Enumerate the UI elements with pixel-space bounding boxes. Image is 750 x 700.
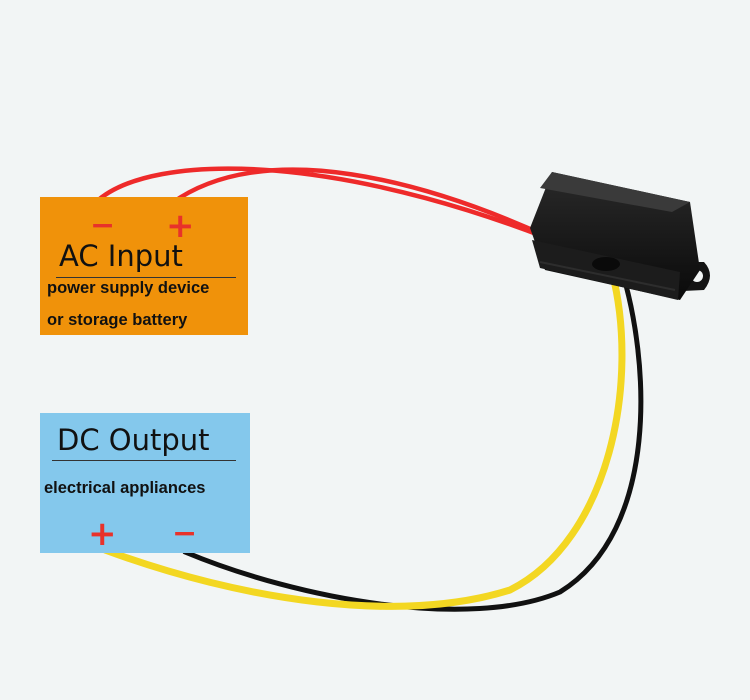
dc-minus-sign: − (172, 516, 198, 551)
dc-output-title: DC Output (57, 423, 210, 457)
dc-plus-sign: + (88, 514, 117, 554)
dc-title-underline (52, 460, 236, 461)
ac-input-title: AC Input (59, 239, 183, 273)
dc-description-line1: electrical appliances (44, 479, 206, 497)
ac-plus-sign: + (166, 206, 195, 246)
dc-output-box: DC Output electrical appliances + − (40, 413, 250, 553)
yellow-wire (101, 268, 626, 610)
ac-input-box: − + AC Input power supply device or stor… (40, 197, 248, 335)
ac-description-line1: power supply device (47, 279, 210, 297)
ac-title-underline (56, 277, 236, 278)
ac-minus-sign: − (90, 208, 116, 243)
black-wire (182, 265, 644, 612)
converter-module (530, 172, 710, 300)
ac-description-line2: or storage battery (47, 311, 188, 329)
red-wire-right (169, 167, 603, 265)
